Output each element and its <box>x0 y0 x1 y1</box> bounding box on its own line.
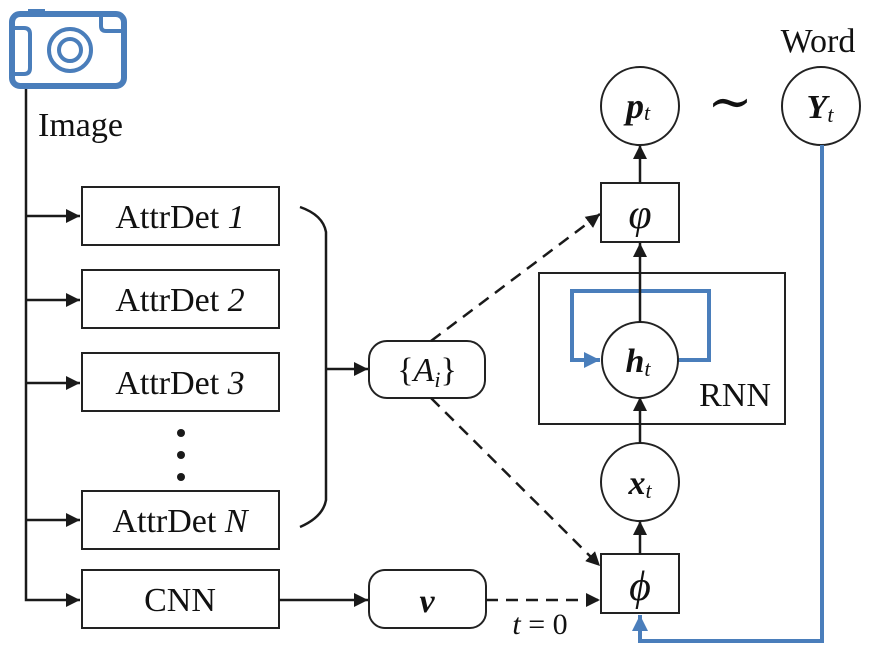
varphi-symbol: φ <box>628 192 651 238</box>
attrdet-box-3: AttrDet 3 <box>81 352 280 412</box>
brace-open: { <box>397 352 413 389</box>
cnn-box: CNN <box>81 569 280 629</box>
svg-text:AttrDet 1: AttrDet 1 <box>115 199 244 236</box>
rnn-label: RNN <box>699 377 771 414</box>
svg-text:pt: pt <box>623 86 651 126</box>
p-symbol: p <box>623 86 644 126</box>
y-subscript: t <box>827 102 834 127</box>
attrdet-index: N <box>224 503 250 540</box>
word-feedback-arrow <box>632 145 824 643</box>
camera-icon <box>9 9 127 89</box>
brace-close: } <box>440 352 456 389</box>
svg-text:AttrDet 3: AttrDet 3 <box>115 365 244 402</box>
attrdet-label: AttrDet <box>115 282 219 319</box>
attributes-subscript: i <box>434 367 440 392</box>
attributes-symbol: A <box>412 352 435 389</box>
visual-feature-node: v <box>368 569 487 629</box>
detector-brace <box>299 205 328 529</box>
attributes-to-varphi-dashed-arrow <box>430 213 601 342</box>
x-node: xt <box>600 442 680 522</box>
h-node: ht <box>601 321 679 399</box>
x-subscript: t <box>645 478 652 503</box>
visual-feature-symbol: v <box>419 583 435 620</box>
word-label: Word <box>781 23 856 60</box>
image-label: Image <box>38 107 123 144</box>
svg-text:Yt: Yt <box>807 89 835 127</box>
phi-symbol: ϕ <box>629 564 651 610</box>
cnn-label: CNN <box>144 582 216 619</box>
attrdet-box-1: AttrDet 1 <box>81 186 280 246</box>
attrdet-label: AttrDet <box>112 503 216 540</box>
y-node: Yt <box>781 66 861 146</box>
y-symbol: Y <box>807 89 831 126</box>
ellipsis-dots <box>177 429 185 481</box>
attrdet-label: AttrDet <box>115 365 219 402</box>
x-symbol: x <box>627 465 645 502</box>
attrdet-index: 3 <box>227 365 245 402</box>
image-to-cnn-connector <box>24 89 80 607</box>
tilde-symbol: ∼ <box>707 72 752 132</box>
svg-text:{Ai}: {Ai} <box>397 352 457 392</box>
svg-text:ht: ht <box>625 343 651 381</box>
attrdet-box-n: AttrDet N <box>81 490 280 550</box>
phi-box: ϕ <box>600 553 680 614</box>
rnn-container <box>538 272 786 425</box>
attrdet-index: 1 <box>228 199 245 236</box>
p-subscript: t <box>644 100 651 125</box>
svg-text:AttrDet N: AttrDet N <box>112 503 249 540</box>
attrdet-box-2: AttrDet 2 <box>81 269 280 329</box>
attrdet-index: 2 <box>228 282 245 319</box>
h-subscript: t <box>644 356 651 381</box>
attributes-node: {Ai} <box>368 340 486 399</box>
t-equals-zero-label: t = 0 <box>512 608 567 641</box>
h-symbol: h <box>625 343 644 380</box>
svg-text:AttrDet 2: AttrDet 2 <box>115 282 244 319</box>
varphi-box: φ <box>600 182 680 243</box>
p-node: pt <box>600 66 680 146</box>
attrdet-label: AttrDet <box>115 199 219 236</box>
svg-text:xt: xt <box>627 465 652 503</box>
